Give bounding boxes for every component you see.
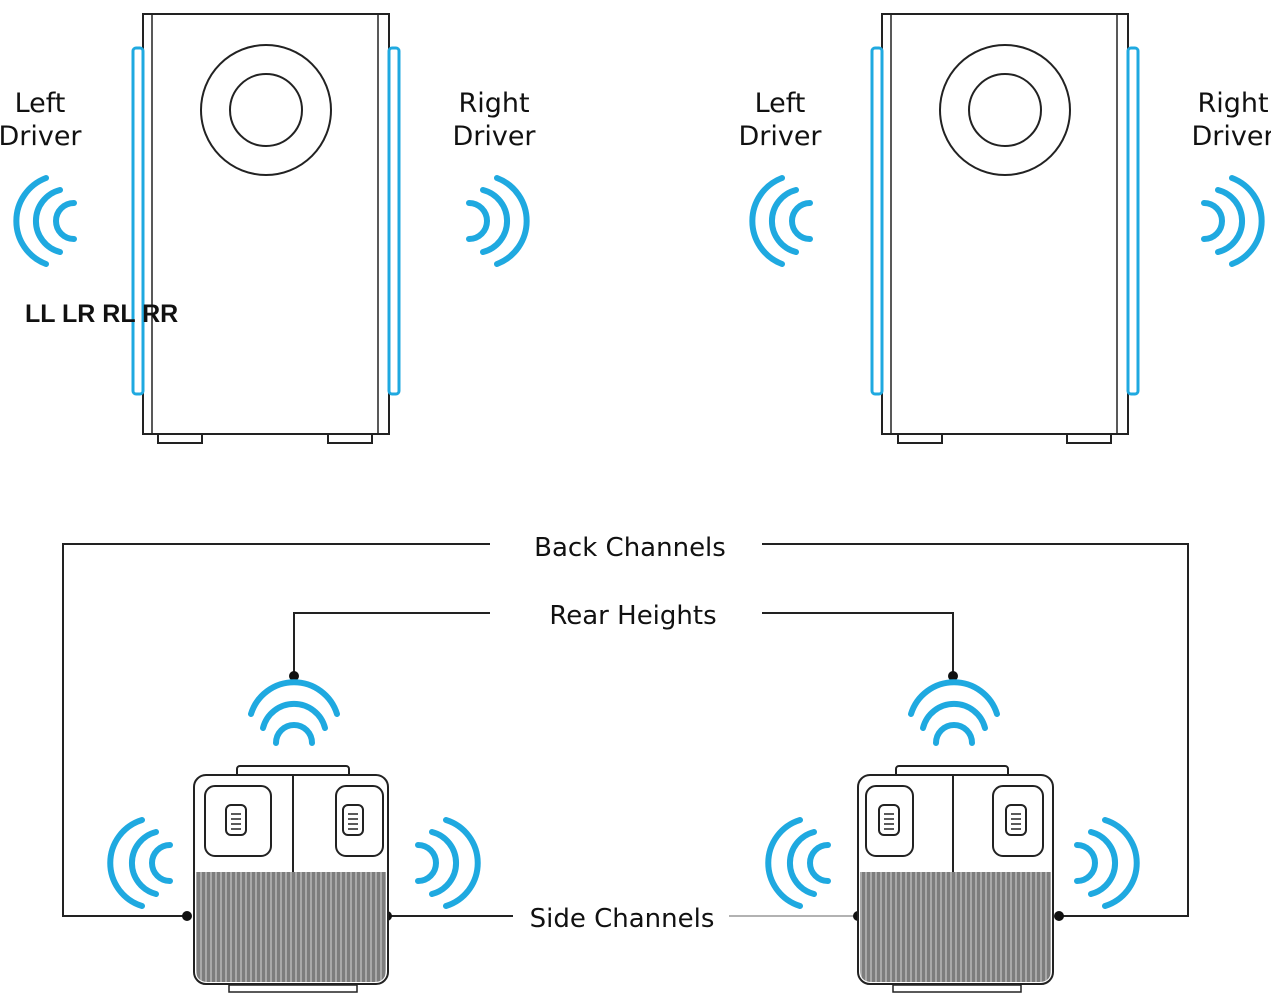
- side-channels-label: Side Channels: [530, 904, 715, 934]
- bottom-right-speaker: [857, 765, 1054, 993]
- sound-wave-icon: [749, 175, 813, 267]
- sound-wave-icon: [248, 679, 340, 746]
- back-channels-label: Back Channels: [534, 533, 726, 563]
- rear-heights-connector: [293, 612, 954, 674]
- right-driver-label: Right: [458, 88, 529, 119]
- right-driver-label: Driver: [452, 121, 536, 152]
- sound-wave-icon: [1201, 175, 1265, 267]
- button-icon: [1005, 804, 1027, 836]
- button-icon: [878, 804, 900, 836]
- sound-wave-icon: [107, 817, 173, 909]
- sound-wave-icon: [908, 679, 1000, 746]
- rear-heights-label: Rear Heights: [549, 601, 716, 631]
- sound-wave-icon: [1074, 817, 1140, 909]
- left-driver-label: Driver: [738, 121, 822, 152]
- button-icon: [342, 804, 364, 836]
- sound-wave-icon: [765, 817, 831, 909]
- left-driver-label: Left: [15, 88, 66, 119]
- top-left-speaker: [131, 13, 401, 444]
- button-icon: [225, 804, 247, 836]
- left-driver-label: Left: [755, 88, 806, 119]
- channel-codes-label: LL LR RL RR: [25, 300, 178, 328]
- sound-wave-icon: [415, 817, 481, 909]
- sound-wave-icon: [466, 175, 530, 267]
- right-driver-label: Right: [1197, 88, 1268, 119]
- left-driver-label: Driver: [0, 121, 82, 152]
- sound-wave-icon: [13, 175, 77, 267]
- right-driver-label: Driver: [1191, 121, 1271, 152]
- back-channels-connector: [62, 543, 1189, 917]
- bottom-left-speaker: [193, 765, 389, 993]
- top-right-speaker: [870, 13, 1140, 444]
